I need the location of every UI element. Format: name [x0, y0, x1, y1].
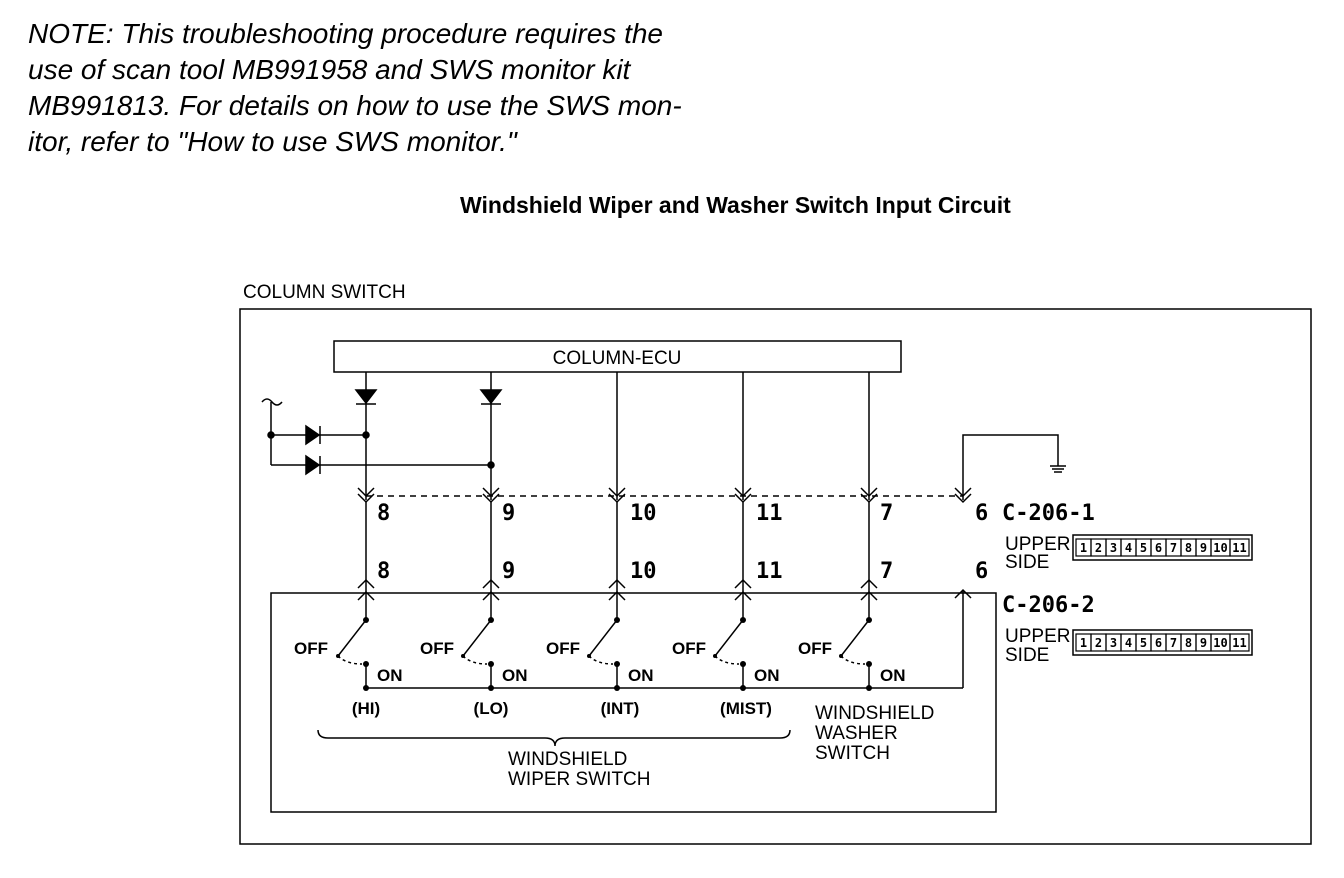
pin-label: 11: [756, 559, 783, 584]
pin-label: 10: [630, 559, 657, 584]
connector-cell-label: 10: [1213, 636, 1227, 650]
note-line: use of scan tool MB991958 and SWS monito…: [28, 54, 631, 85]
pin-label: 8: [377, 501, 390, 526]
connector-cell-label: 4: [1125, 541, 1132, 555]
pin-label: 7: [880, 559, 893, 584]
diode-icon: [479, 389, 503, 405]
connector-cell-label: 7: [1170, 541, 1177, 555]
on-label: ON: [880, 666, 906, 685]
pin-label: 7: [880, 501, 893, 526]
connector-cell-label: 3: [1110, 636, 1117, 650]
connector-cell-label: 6: [1155, 541, 1162, 555]
pin-label: 11: [756, 501, 783, 526]
note-text: NOTE: This troubleshooting procedure req…: [28, 16, 768, 160]
off-label: OFF: [420, 639, 454, 658]
connector-cell-label: 5: [1140, 541, 1147, 555]
column-switch-label: COLUMN SWITCH: [243, 282, 406, 303]
column-ecu-label: COLUMN-ECU: [553, 348, 682, 369]
washer-switch-label: WASHER: [815, 723, 898, 744]
washer-switch-label: SWITCH: [815, 743, 890, 764]
off-label: OFF: [546, 639, 580, 658]
on-label: ON: [502, 666, 528, 685]
on-label: ON: [377, 666, 403, 685]
washer-switch-label: WINDSHIELD: [815, 703, 934, 724]
wiper-switch-label: WIPER SWITCH: [508, 769, 651, 790]
diode-icon: [305, 424, 321, 446]
pin-label: 9: [502, 501, 515, 526]
upper-side-label: UPPER: [1005, 626, 1070, 647]
switch-position-label: (LO): [474, 699, 509, 718]
upper-side-label: SIDE: [1005, 552, 1049, 573]
connector-outline: [1072, 534, 1253, 561]
note-line: MB991813. For details on how to use the …: [28, 90, 682, 121]
connector-cell-label: 11: [1232, 541, 1246, 555]
switch-mist: [714, 619, 744, 665]
switch-position-label: (HI): [352, 699, 380, 718]
off-label: OFF: [294, 639, 328, 658]
wiper-switch-label: WINDSHIELD: [508, 749, 627, 770]
switch-lo: [462, 619, 492, 665]
pin-label: 6: [975, 559, 988, 584]
switch-position-label: (MIST): [720, 699, 772, 718]
connector-cell: [1229, 538, 1250, 557]
connector-outline: [1072, 629, 1253, 656]
pin-label: 10: [630, 501, 657, 526]
connector-cell-label: 3: [1110, 541, 1117, 555]
connector-cell-label: 1: [1080, 541, 1087, 555]
column-switch-box: [239, 308, 1312, 845]
connector-cell-label: 5: [1140, 636, 1147, 650]
switch-position-label: (INT): [601, 699, 640, 718]
connector-cell-label: 9: [1200, 636, 1207, 650]
connector-cell-label: 10: [1213, 541, 1227, 555]
connector-cell-label: 8: [1185, 541, 1192, 555]
note-line: NOTE: This troubleshooting procedure req…: [28, 18, 663, 49]
switch-box: [270, 592, 997, 813]
pin-label: 6: [975, 501, 988, 526]
off-label: OFF: [672, 639, 706, 658]
connector-cell-label: 6: [1155, 636, 1162, 650]
connector-cell-label: 9: [1200, 541, 1207, 555]
connector-name: C-206-1: [1002, 501, 1095, 526]
off-label: OFF: [798, 639, 832, 658]
connector-cell-label: 11: [1232, 636, 1246, 650]
connector-cell-label: 8: [1185, 636, 1192, 650]
connector-cell-label: 1: [1080, 636, 1087, 650]
connector-cell-label: 2: [1095, 541, 1102, 555]
connector-cell-label: 2: [1095, 636, 1102, 650]
connector-name: C-206-2: [1002, 593, 1095, 618]
on-label: ON: [754, 666, 780, 685]
connector-cell: [1229, 633, 1250, 652]
upper-side-label: SIDE: [1005, 645, 1049, 666]
on-label: ON: [628, 666, 654, 685]
diode-icon: [305, 454, 321, 476]
connector-cell-label: 7: [1170, 636, 1177, 650]
diode-icon: [354, 389, 378, 405]
switch-washer: [840, 619, 870, 665]
switch-hi: [337, 619, 367, 665]
pin-label: 9: [502, 559, 515, 584]
switch-int: [588, 619, 618, 665]
pin-label: 8: [377, 559, 390, 584]
upper-side-label: UPPER: [1005, 534, 1070, 555]
diagram-title: Windshield Wiper and Washer Switch Input…: [460, 192, 1011, 218]
connector-cell-label: 4: [1125, 636, 1132, 650]
note-line: itor, refer to "How to use SWS monitor.": [28, 126, 517, 157]
